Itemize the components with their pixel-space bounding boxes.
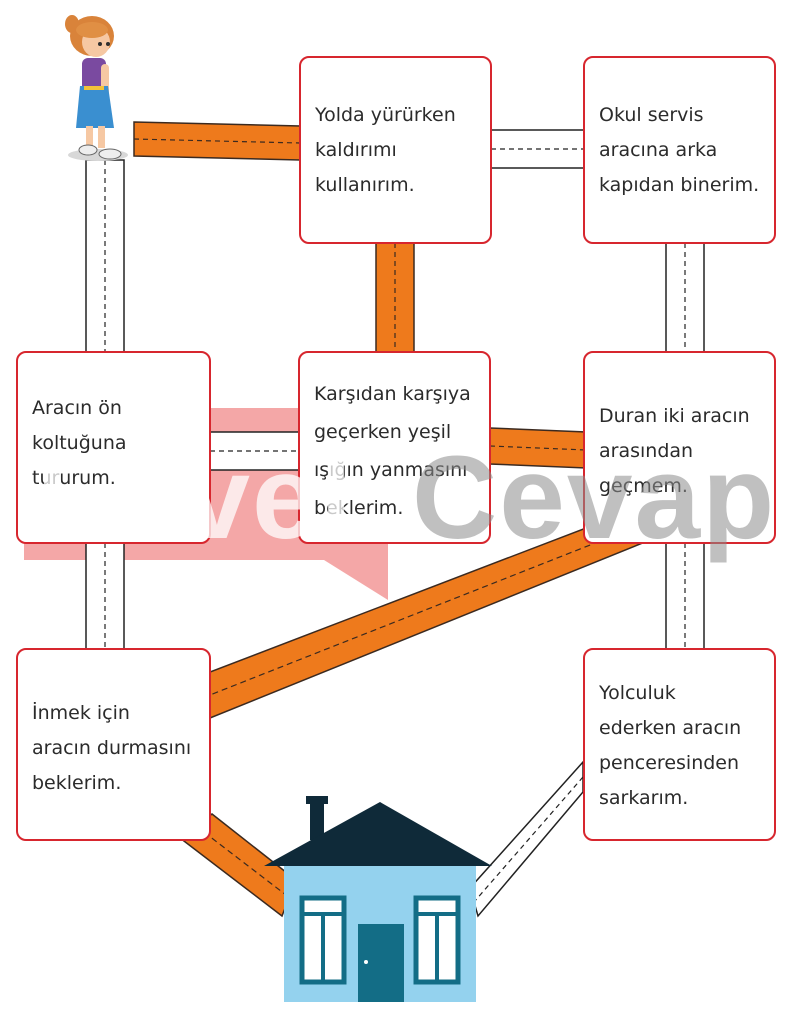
card-sarkarim: Yolculuk ederken aracın penceresinden sa… bbox=[583, 648, 776, 841]
white-road-right-lower bbox=[665, 542, 705, 651]
card-inmek-text: İnmek için aracın durmasını beklerim. bbox=[32, 702, 192, 794]
orange-road-vertical-center bbox=[375, 242, 415, 354]
card-on-koltuk-text: Aracın ön koltuğuna tururum. bbox=[32, 397, 127, 489]
card-inmek: İnmek için aracın durmasını beklerim. bbox=[16, 648, 211, 841]
white-road-right-upper bbox=[665, 242, 705, 354]
card-kaldirim-text: Yolda yürürken kaldırımı kullanırım. bbox=[315, 104, 456, 196]
card-servis-text: Okul servis aracına arka kapıdan binerim… bbox=[599, 104, 760, 196]
white-road-card7-house bbox=[469, 760, 584, 918]
girl-icon bbox=[65, 15, 128, 161]
white-road-card1-card2 bbox=[490, 129, 586, 169]
card-iki-arac: Duran iki aracın arasından geçmem. bbox=[583, 351, 776, 544]
card-servis: Okul servis aracına arka kapıdan binerim… bbox=[583, 56, 776, 244]
white-road-card3-card4 bbox=[209, 431, 301, 471]
white-road-left-upper bbox=[85, 159, 125, 353]
orange-road-card4-card5 bbox=[489, 427, 587, 469]
house-icon bbox=[264, 796, 492, 1002]
card-sarkarim-text: Yolculuk ederken aracın penceresinden sa… bbox=[599, 682, 742, 809]
card-yesil-isik: Karşıdan karşıya geçerken yeşil ışığın y… bbox=[298, 351, 491, 544]
orange-road-start bbox=[133, 121, 301, 161]
white-road-left-lower bbox=[85, 542, 125, 651]
card-on-koltuk: Aracın ön koltuğuna tururum. bbox=[16, 351, 211, 544]
card-kaldirim: Yolda yürürken kaldırımı kullanırım. bbox=[299, 56, 492, 244]
card-yesil-isik-text: Karşıdan karşıya geçerken yeşil ışığın y… bbox=[314, 383, 471, 519]
card-iki-arac-text: Duran iki aracın arasından geçmem. bbox=[599, 405, 750, 497]
